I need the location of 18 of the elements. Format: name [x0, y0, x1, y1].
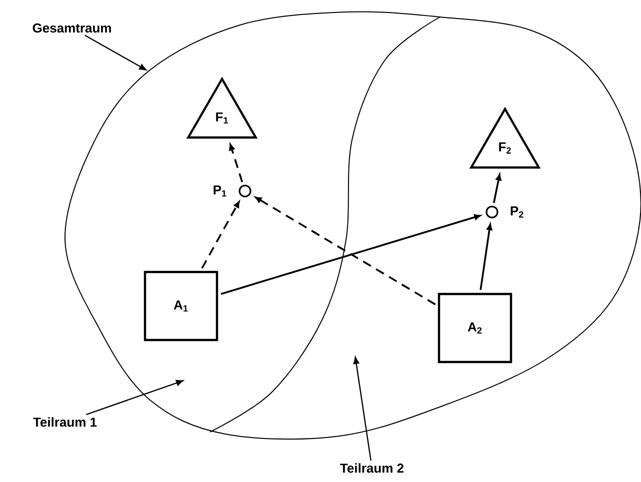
- arrow: [480, 224, 492, 290]
- region-label: Gesamtraum: [32, 23, 111, 33]
- leader-line: [84, 34, 147, 70]
- point-circle: [486, 206, 498, 218]
- leader-line: [86, 380, 184, 416]
- point-label: P$_{2}$: [510, 206, 524, 218]
- leader-line: [353, 356, 372, 461]
- point-circle: [238, 184, 252, 198]
- arrow: [201, 201, 240, 269]
- point-label: P$_{1}$: [214, 185, 226, 197]
- square-node: A$_{2}$: [438, 292, 512, 364]
- arrow: [220, 214, 481, 295]
- region-label: Teilraum 2: [340, 463, 404, 473]
- region-label: Teilraum 1: [33, 417, 97, 427]
- arrow: [229, 144, 244, 182]
- arrow: [492, 174, 502, 204]
- arrow: [255, 196, 436, 306]
- square-node: A$_{1}$: [144, 270, 218, 342]
